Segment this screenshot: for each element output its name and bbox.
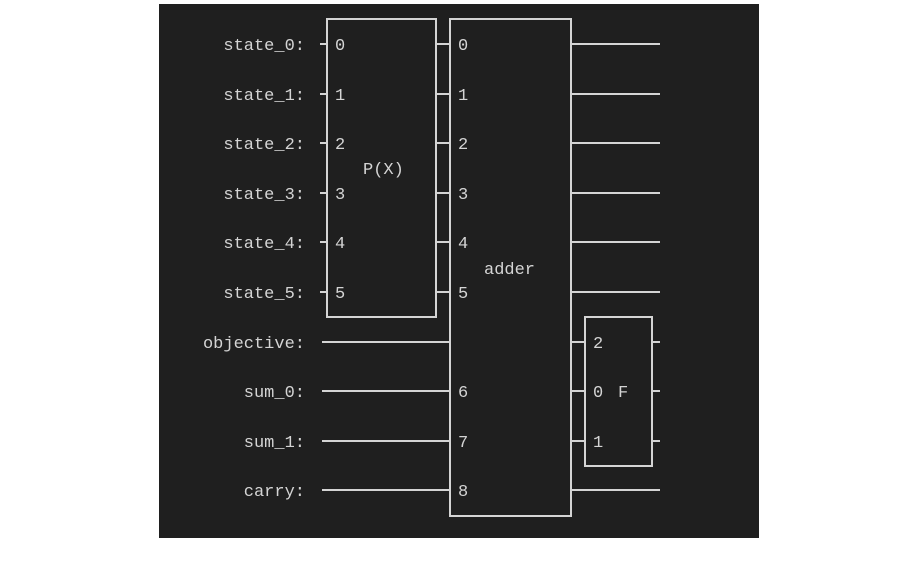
adder-pin-label: 1 [458, 87, 468, 106]
adder-gate-label: adder [484, 261, 535, 280]
f-pin-label: 1 [593, 434, 603, 453]
adder-pin-label: 6 [458, 384, 468, 403]
qubit-label: state_1: [223, 87, 305, 106]
pin-and-qubit-labels: state_0: 0 0 state_1: 1 1 state_2: 2 2 state_3: 3 3… [203, 37, 603, 502]
adder-pin-label: 0 [458, 37, 468, 56]
f-gate-label: F [618, 384, 628, 403]
f-pin-label: 0 [593, 384, 603, 403]
qubit-label: sum_1: [244, 434, 305, 453]
px-pin-label: 1 [335, 87, 345, 106]
adder-pin-label: 5 [458, 285, 468, 304]
qubit-label: state_3: [223, 186, 305, 205]
qubit-label: carry: [244, 483, 305, 502]
px-pin-label: 5 [335, 285, 345, 304]
adder-pin-label: 7 [458, 434, 468, 453]
px-gate-label: P(X) [363, 161, 404, 180]
adder-pin-label: 8 [458, 483, 468, 502]
f-pin-label: 2 [593, 335, 603, 354]
adder-pin-label: 2 [458, 136, 468, 155]
qubit-label: objective: [203, 335, 305, 354]
adder-pin-label: 3 [458, 186, 468, 205]
px-pin-label: 2 [335, 136, 345, 155]
qubit-label: state_0: [223, 37, 305, 56]
qubit-label: state_4: [223, 235, 305, 254]
px-pin-label: 3 [335, 186, 345, 205]
wires [320, 43, 660, 491]
adder-gate-box [449, 18, 572, 517]
qubit-label: state_5: [223, 285, 305, 304]
qubit-label: state_2: [223, 136, 305, 155]
f-gate-box [584, 316, 653, 467]
px-gate-box [326, 18, 437, 318]
qubit-label: sum_0: [244, 384, 305, 403]
px-pin-label: 0 [335, 37, 345, 56]
adder-pin-label: 4 [458, 235, 468, 254]
gate-boxes: P(X) adder F [326, 18, 653, 517]
px-pin-label: 4 [335, 235, 345, 254]
